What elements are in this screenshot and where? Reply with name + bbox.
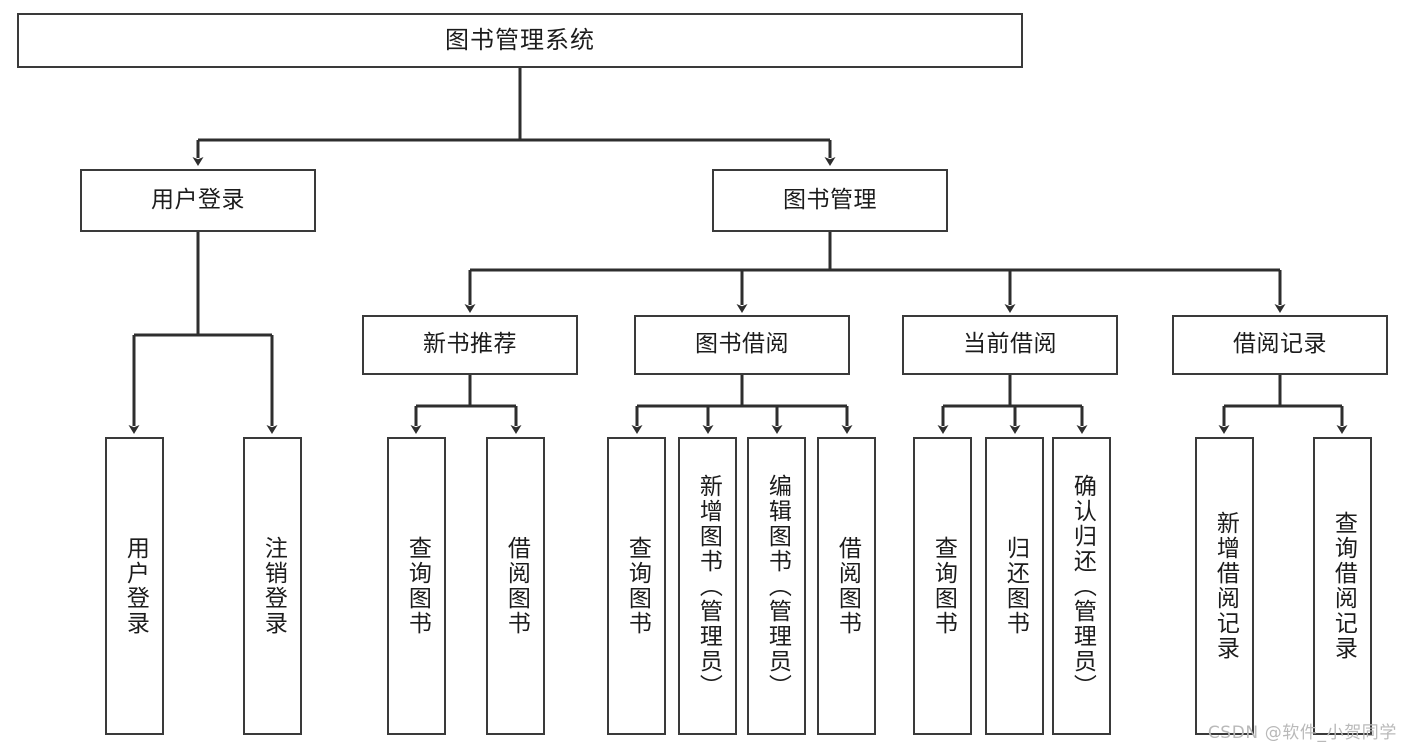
node-label: 图书管理系统 xyxy=(445,26,595,55)
node-label: 当前借阅 xyxy=(963,331,1057,358)
node-leaf-borrow-book[interactable]: 借阅图书 xyxy=(817,437,876,735)
node-leaf-query-book-current[interactable]: 查询图书 xyxy=(913,437,972,735)
watermark-text: CSDN @软件_小贺同学 xyxy=(1207,723,1397,743)
node-label: 用户登录 xyxy=(122,536,149,636)
node-label: 借阅图书 xyxy=(834,536,861,636)
node-label: 注销登录 xyxy=(260,536,287,636)
node-leaf-user-login[interactable]: 用户登录 xyxy=(105,437,164,735)
node-label: 新书推荐 xyxy=(423,331,517,358)
node-label: 查询图书 xyxy=(930,536,957,636)
node-leaf-add-borrow-record[interactable]: 新增借阅记录 xyxy=(1195,437,1254,735)
node-leaf-borrow-book-recommend[interactable]: 借阅图书 xyxy=(486,437,545,735)
node-root-book-management-system[interactable]: 图书管理系统 xyxy=(17,13,1023,68)
node-label: 用户登录 xyxy=(151,186,245,213)
node-leaf-logout[interactable]: 注销登录 xyxy=(243,437,302,735)
node-label: 归还图书 xyxy=(1002,536,1029,636)
node-leaf-query-borrow-record[interactable]: 查询借阅记录 xyxy=(1313,437,1372,735)
node-new-book-recommend[interactable]: 新书推荐 xyxy=(362,315,578,375)
node-leaf-return-book[interactable]: 归还图书 xyxy=(985,437,1044,735)
node-leaf-add-book-admin[interactable]: 新增图书（管理员） xyxy=(678,437,737,735)
node-label: 编辑图书（管理员） xyxy=(764,473,791,699)
node-book-borrow[interactable]: 图书借阅 xyxy=(634,315,850,375)
node-leaf-edit-book-admin[interactable]: 编辑图书（管理员） xyxy=(747,437,806,735)
node-label: 新增图书（管理员） xyxy=(695,473,722,699)
node-label: 确认归还（管理员） xyxy=(1069,473,1096,699)
node-leaf-query-book-borrow[interactable]: 查询图书 xyxy=(607,437,666,735)
node-label: 借阅图书 xyxy=(503,536,530,636)
node-borrow-record[interactable]: 借阅记录 xyxy=(1172,315,1388,375)
node-label: 查询图书 xyxy=(624,536,651,636)
node-leaf-confirm-return-admin[interactable]: 确认归还（管理员） xyxy=(1052,437,1111,735)
node-leaf-query-book-recommend[interactable]: 查询图书 xyxy=(387,437,446,735)
node-user-login[interactable]: 用户登录 xyxy=(80,169,316,232)
node-label: 借阅记录 xyxy=(1233,331,1327,358)
node-label: 查询图书 xyxy=(404,536,431,636)
node-label: 新增借阅记录 xyxy=(1212,511,1239,661)
node-label: 图书管理 xyxy=(783,186,877,213)
node-book-management[interactable]: 图书管理 xyxy=(712,169,948,232)
node-current-borrow[interactable]: 当前借阅 xyxy=(902,315,1118,375)
node-label: 图书借阅 xyxy=(695,331,789,358)
node-label: 查询借阅记录 xyxy=(1330,511,1357,661)
